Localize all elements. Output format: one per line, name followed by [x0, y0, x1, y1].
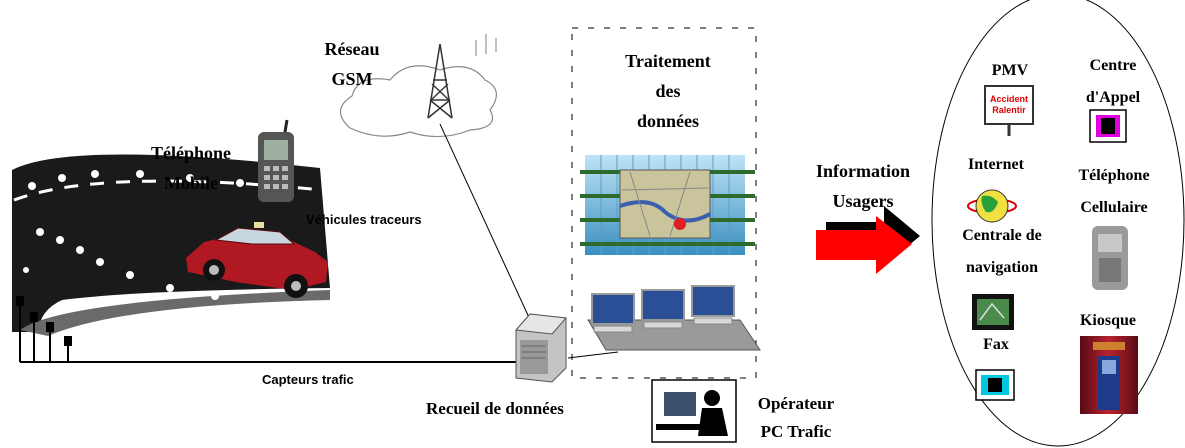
kiosque-label: Kiosque: [1079, 312, 1136, 329]
operator-desk-icon: [651, 379, 737, 443]
computer-workstations-icon: [587, 285, 761, 351]
traitement-label: Traitement des données: [600, 46, 736, 136]
centre-appel-line2: d'Appel: [1085, 89, 1141, 106]
telephone-mobile-label: Téléphone Mobile: [138, 138, 244, 198]
car-icon: [186, 222, 328, 298]
globe-icon: [967, 189, 1017, 223]
connection-lines: [439, 123, 619, 359]
pmv-sign-line2: Ralentir: [992, 105, 1026, 115]
centrale-navigation-line1: Centrale de: [962, 227, 1042, 244]
usagers-line: Usagers: [832, 191, 894, 211]
pmv-sign: Accident Ralentir: [984, 85, 1034, 125]
operateur-line1: Opérateur: [757, 394, 835, 413]
red-arrow-icon: [816, 206, 920, 274]
traitement-line2: des: [655, 81, 681, 101]
cellular-phone-icon: [1092, 226, 1128, 290]
navigation-device-icon: [972, 294, 1014, 330]
centre-appel-line1: Centre: [1089, 57, 1137, 74]
city-map-icon: [580, 155, 755, 255]
recueil-label: Recueil de données: [426, 399, 564, 418]
reseau-label-line2: GSM: [331, 69, 373, 89]
outputs-ellipse: [931, 0, 1185, 447]
telephone-cellulaire-label: Téléphone Cellulaire: [1058, 160, 1170, 224]
traitement-line1: Traitement: [625, 51, 711, 71]
cloud-icon: [339, 65, 497, 138]
telephone-cellulaire-line2: Cellulaire: [1080, 199, 1148, 216]
reseau-gsm-label: Réseau GSM: [310, 34, 394, 94]
road-markers: [23, 170, 244, 300]
centre-appel-label: Centre d'Appel: [1068, 50, 1158, 114]
operateur-label: Opérateur PC Trafic: [738, 390, 854, 446]
pmv-label: PMV: [991, 62, 1029, 79]
internet-label: Internet: [968, 156, 1024, 173]
information-usagers-label: Information Usagers: [796, 156, 930, 216]
telephone-mobile-line1: Téléphone: [150, 143, 231, 163]
processing-box: [571, 27, 757, 379]
information-line: Information: [816, 161, 910, 181]
server-icon: [514, 313, 568, 383]
telephone-cellulaire-line1: Téléphone: [1078, 167, 1150, 184]
kiosk-icon: [1080, 336, 1138, 414]
centrale-navigation-line2: navigation: [965, 259, 1038, 276]
fax-icon: [975, 369, 1015, 401]
mobile-phone-icon: [258, 119, 294, 202]
road: [12, 154, 330, 336]
traffic-sensors: [19, 300, 525, 363]
antenna-tower-icon: [427, 34, 497, 119]
traitement-line3: données: [636, 111, 699, 131]
vehicules-traceurs-label: Véhicules traceurs: [306, 212, 422, 227]
reseau-label-line1: Réseau: [324, 39, 380, 59]
call-center-icon: [1089, 109, 1127, 143]
fax-label: Fax: [983, 336, 1009, 353]
centrale-navigation-label: Centrale de navigation: [944, 220, 1060, 284]
capteurs-trafic-label: Capteurs trafic: [262, 372, 354, 387]
operateur-line2: PC Trafic: [760, 422, 832, 441]
telephone-mobile-line2: Mobile: [164, 173, 218, 193]
pmv-sign-line1: Accident: [989, 94, 1028, 104]
